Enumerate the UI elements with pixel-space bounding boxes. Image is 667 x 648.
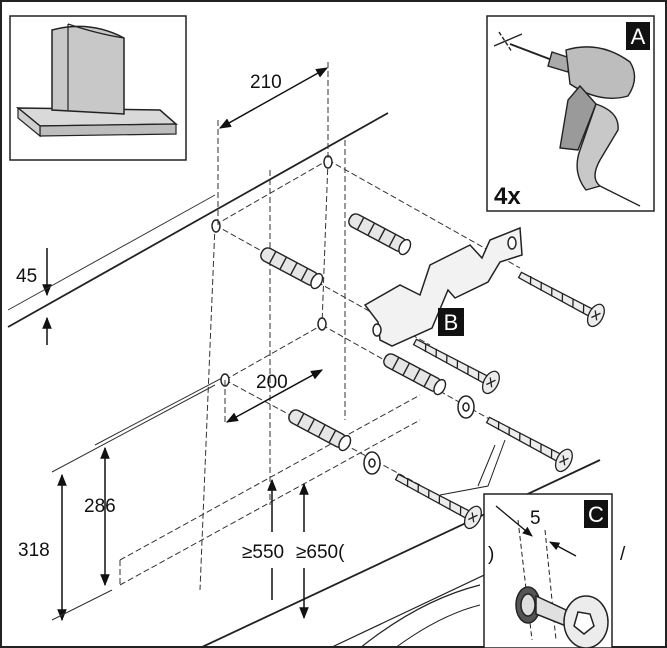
screw-icon xyxy=(517,271,605,328)
panel-c-dimension: 5 xyxy=(530,508,541,529)
tag-b: B xyxy=(438,308,464,336)
clearance-550-label: ≥550 xyxy=(242,542,284,563)
clearance-650-label: ≥650( xyxy=(296,542,345,563)
wall-plug-icon xyxy=(348,213,412,256)
washers xyxy=(363,395,475,475)
panel-a-tag: A xyxy=(631,24,646,49)
detail-pointer-lines xyxy=(439,439,506,496)
dimension-clearance: ≥550 ≥650( xyxy=(242,478,345,620)
hood-chimney-icon xyxy=(51,25,125,115)
panel-a-count: 4x xyxy=(494,183,521,210)
washer-icon xyxy=(363,451,381,475)
wall-plugs xyxy=(260,213,447,452)
drill-icon xyxy=(493,31,641,207)
screw-detail-icon xyxy=(515,586,609,648)
mounting-bracket-icon xyxy=(363,226,523,347)
wall-plug-icon xyxy=(260,247,324,290)
panel-c-left-mark: ) xyxy=(488,544,494,565)
dimension-318-label: 318 xyxy=(18,540,50,561)
dimension-200-label: 200 xyxy=(256,372,288,393)
wall-plug-icon xyxy=(383,353,447,396)
panel-a: A 4x xyxy=(486,15,655,212)
screw-icon xyxy=(412,338,500,395)
dimension-286-label: 286 xyxy=(84,496,116,517)
dimension-45: 45 xyxy=(7,194,216,345)
tag-b-label: B xyxy=(444,310,459,335)
dimension-286: 286 xyxy=(84,377,223,587)
wall-plug-icon xyxy=(288,409,352,452)
screws xyxy=(394,271,605,530)
dimension-200: 200 xyxy=(224,369,324,425)
washer-icon xyxy=(457,395,475,419)
screw-icon xyxy=(485,416,573,473)
panel-c-right-mark: / xyxy=(620,544,626,565)
panel-c: C 5 ) / xyxy=(483,493,626,648)
hood-inset xyxy=(9,15,187,161)
screw-icon xyxy=(394,473,482,530)
panel-c-tag: C xyxy=(588,502,604,527)
dimension-318: 318 xyxy=(18,384,216,622)
wall-lines xyxy=(7,112,601,648)
dimension-45-label: 45 xyxy=(16,266,37,287)
dimension-210-label: 210 xyxy=(250,72,282,93)
dimension-210: 210 xyxy=(217,62,329,225)
